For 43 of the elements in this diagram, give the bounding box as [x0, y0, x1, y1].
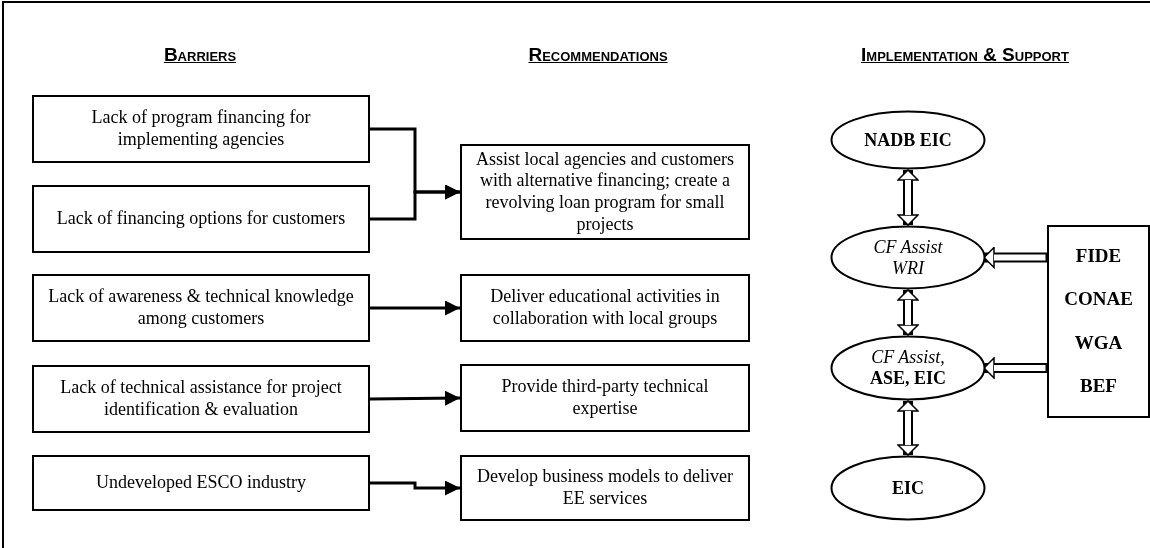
arrow [370, 184, 460, 221]
recommendation-box [460, 274, 750, 342]
node-text: Lack of technical assistance for project identification & evaluation [59, 377, 343, 421]
ellipse-node [830, 110, 986, 170]
node-text: Lack of awareness & technical knowledge among customers [47, 286, 355, 330]
node-text: Deliver educational activities in collaboration with local groups [489, 286, 721, 330]
recommendation-box [460, 455, 750, 521]
column-heading: Recommendations [528, 44, 668, 66]
arrow [370, 390, 460, 406]
barrier-box [32, 95, 370, 163]
node-text: CF Assist, ASE, EIC [869, 347, 947, 389]
node-text: Develop business models to deliver EE services [476, 466, 734, 510]
node-text: EIC [891, 477, 925, 499]
double-block-arrow [897, 289, 919, 336]
node-text: Lack of program financing for implementing agencies [90, 107, 312, 151]
node-text: WGA [1073, 331, 1124, 355]
barrier-box [32, 365, 370, 433]
barrier-box [32, 455, 370, 511]
double-block-arrow [897, 400, 919, 456]
node-text: CONAE [1063, 288, 1134, 312]
barrier-box [32, 185, 370, 253]
node-text: FIDE [1074, 245, 1123, 268]
node-text: Assist local agencies and customers with alternative financing; create a revolving loan program for small projects [475, 148, 735, 236]
recommendation-box [460, 144, 750, 240]
block-arrow [983, 246, 1047, 269]
recommendation-box [460, 364, 750, 432]
node-text: NADB EIC [863, 129, 953, 151]
block-arrow [983, 357, 1047, 379]
ellipse-node [830, 335, 986, 401]
ellipse-node [830, 455, 986, 521]
ellipse-node [830, 225, 986, 290]
arrow [370, 480, 460, 496]
node-text: CF Assist WRI [872, 236, 944, 279]
arrow [370, 300, 460, 316]
node-text: Undeveloped ESCO industry [95, 472, 307, 494]
barrier-box [32, 274, 370, 342]
node-text: BEF [1079, 374, 1118, 398]
column-heading: Barriers [163, 44, 237, 66]
double-block-arrow [897, 169, 919, 226]
organization-box [1047, 225, 1150, 418]
node-text: Lack of financing options for customers [55, 208, 347, 230]
node-text: Provide third-party technical expertise [500, 376, 710, 420]
column-heading: Implementation & Support [861, 44, 1069, 66]
